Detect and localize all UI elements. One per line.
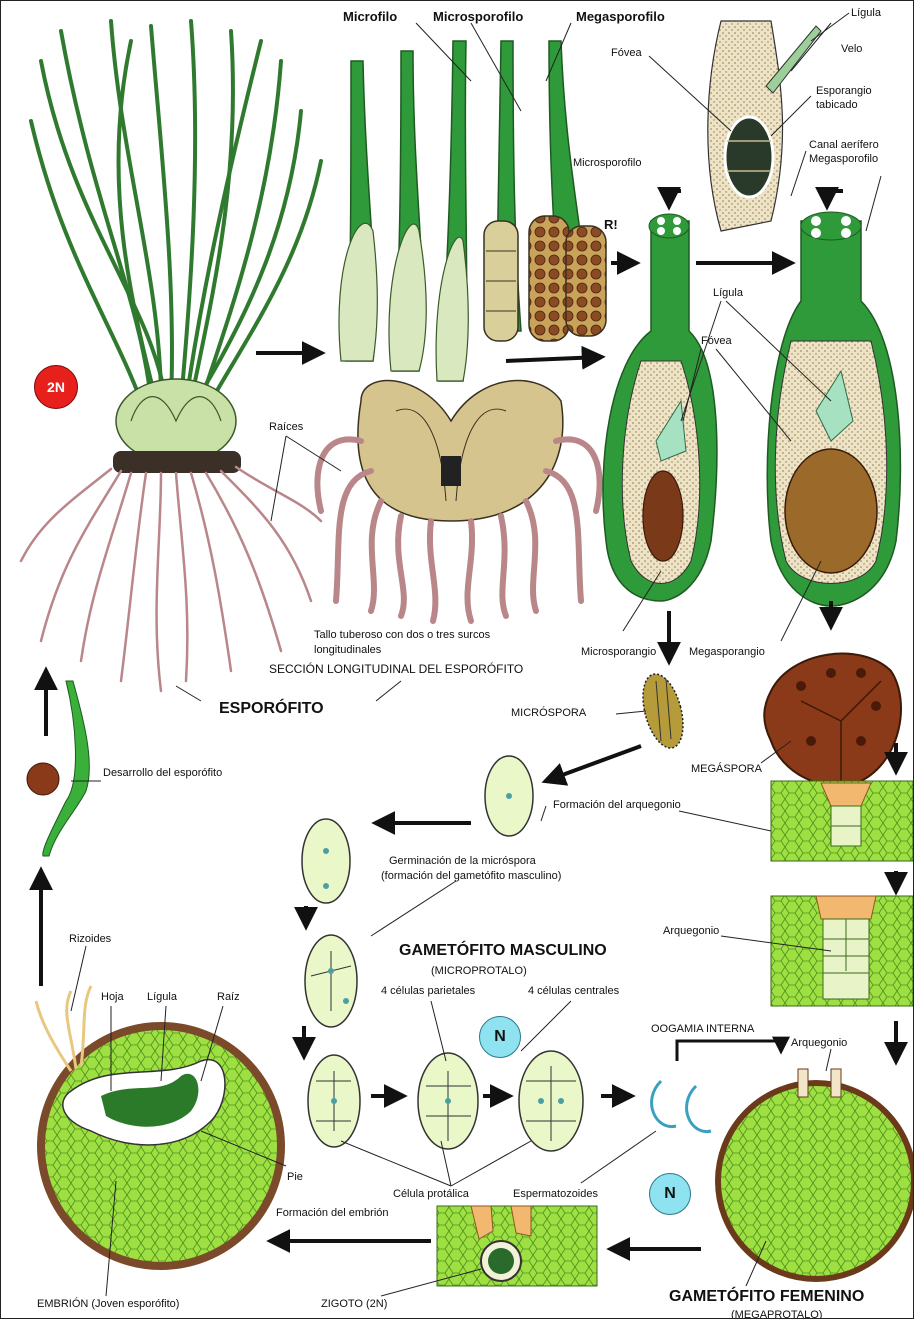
label-gametofito-masculino: GAMETÓFITO MASCULINO <box>399 945 607 957</box>
archegonium-formation-1 <box>771 781 913 861</box>
label-r: R! <box>604 219 618 231</box>
label-germinacion-1: Germinación de la micróspora <box>389 855 536 867</box>
label-rizoides: Rizoides <box>69 933 111 945</box>
label-zigoto: ZIGOTO (2N) <box>321 1298 387 1310</box>
label-microspora: MICRÓSPORA <box>511 707 586 719</box>
label-ligula-low: Lígula <box>147 991 177 1003</box>
microsporophyll <box>603 214 717 601</box>
label-seccion: SECCIÓN LONGITUDINAL DEL ESPORÓFITO <box>269 663 523 675</box>
label-gametofito-femenino: GAMETÓFITO FEMENINO <box>669 1291 864 1303</box>
label-ligula-top: Lígula <box>851 7 881 19</box>
haploid-badge-male: N <box>479 1016 521 1058</box>
label-arquegonio-1: Arquegonio <box>663 925 719 937</box>
sporophyte-section <box>317 41 606 621</box>
oogamia-arrow <box>677 1041 781 1061</box>
label-megasporofilo-top: Megasporofilo <box>576 11 665 23</box>
juvenile-sporophyte-drawing <box>27 681 89 856</box>
label-ligula-mid: Lígula <box>713 287 743 299</box>
label-espermatozoides: Espermatozoides <box>513 1188 598 1200</box>
label-microsporangio: Microsporangio <box>581 646 656 658</box>
label-megasporangio: Megasporangio <box>689 646 765 658</box>
label-tallo-2: longitudinales <box>314 644 381 656</box>
diploid-badge-text: 2N <box>47 379 65 395</box>
female-gametophyte-drawing <box>718 1069 914 1279</box>
spermatozoids-drawing <box>652 1081 711 1132</box>
label-velo: Velo <box>841 43 862 55</box>
label-esporangio: Esporangio <box>816 85 872 97</box>
haploid-badge-male-text: N <box>494 1028 506 1046</box>
megaspore-drawing <box>764 654 901 786</box>
label-microfilo: Microfilo <box>343 11 397 23</box>
haploid-badge-female: N <box>649 1173 691 1215</box>
label-celulas-centrales: 4 células centrales <box>528 985 619 997</box>
label-megaspora: MEGÁSPORA <box>691 763 762 775</box>
label-raices: Raíces <box>269 421 303 433</box>
label-desarrollo: Desarrollo del esporófito <box>103 767 222 779</box>
label-megasporofilo-right: Megasporofilo <box>809 153 878 165</box>
label-germinacion-2: (formación del gametófito masculino) <box>381 870 561 882</box>
label-arquegonio-2: Arquegonio <box>791 1037 847 1049</box>
sporophyte-plant <box>21 21 321 691</box>
label-fovea-mid: Fóvea <box>701 335 732 347</box>
label-formacion-arquegonio: Formación del arquegonio <box>553 799 681 811</box>
label-esporofito: ESPORÓFITO <box>219 703 324 715</box>
archegonium-formation-2 <box>771 896 913 1006</box>
label-microsporofilo-top: Microsporofilo <box>433 11 523 23</box>
label-tabicado: tabicado <box>816 99 858 111</box>
label-formacion-embrion: Formación del embrión <box>276 1207 389 1219</box>
label-celula-protalica: Célula protálica <box>393 1188 469 1200</box>
diploid-badge: 2N <box>34 365 78 409</box>
label-microsporofilo-mid: Microsporofilo <box>573 157 641 169</box>
haploid-badge-female-text: N <box>664 1185 676 1203</box>
label-embrion: EMBRIÓN (Joven esporófito) <box>37 1298 179 1310</box>
label-microprotalo: (MICROPROTALO) <box>431 965 527 977</box>
label-celulas-parietales: 4 células parietales <box>381 985 475 997</box>
label-canal-aerifero: Canal aerífero <box>809 139 879 151</box>
label-megaprotalo: (MEGAPROTALO) <box>731 1309 822 1319</box>
megasporophyll <box>767 212 900 606</box>
label-raiz: Raíz <box>217 991 240 1003</box>
label-tallo-1: Tallo tuberoso con dos o tres surcos <box>314 629 490 641</box>
label-hoja: Hoja <box>101 991 124 1003</box>
sporophyll-inset <box>708 21 821 231</box>
label-fovea-top: Fóvea <box>611 47 642 59</box>
label-oogamia: OOGAMIA INTERNA <box>651 1023 754 1035</box>
embryo-drawing <box>36 986 281 1266</box>
label-pie: Pie <box>287 1171 303 1183</box>
